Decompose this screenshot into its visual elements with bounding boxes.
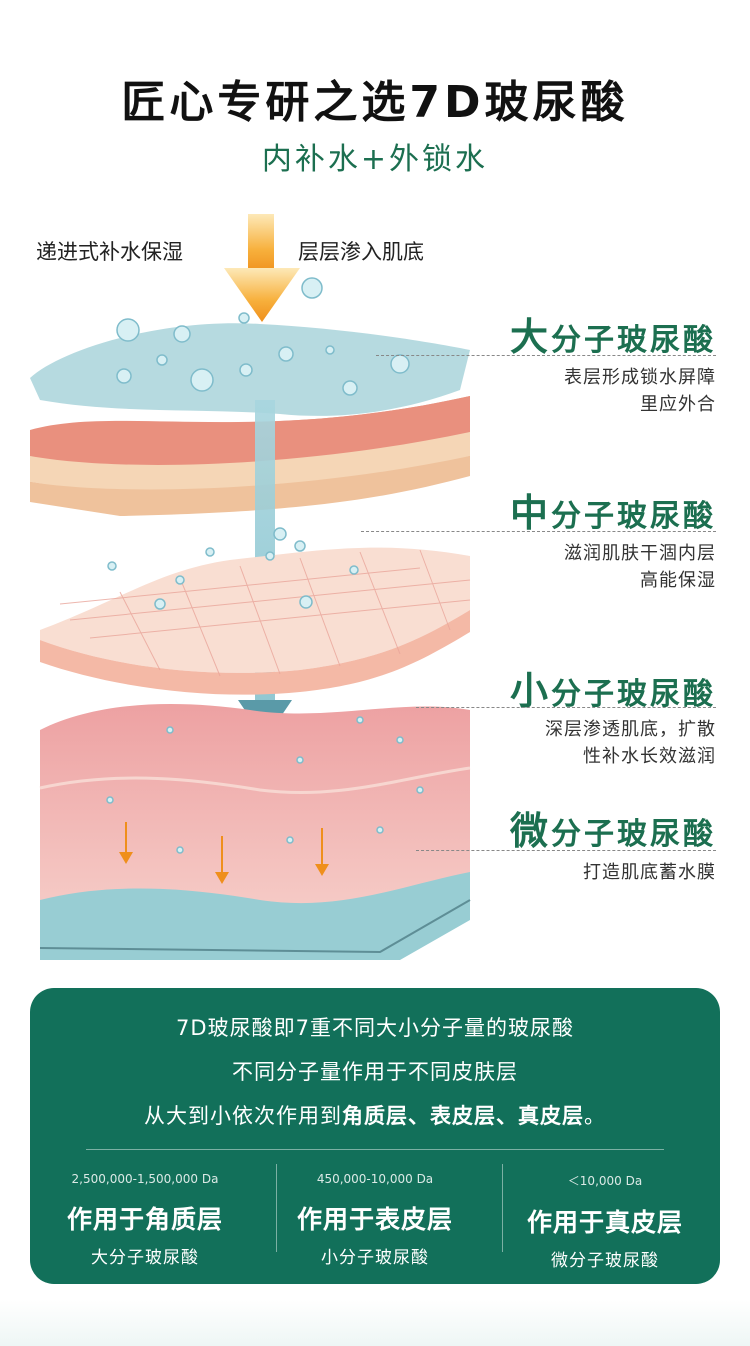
layer-desc-large: 表层形成锁水屏障里应外合: [564, 367, 716, 415]
label-progressive-hydration: 递进式补水保湿: [36, 240, 183, 264]
layer-desc-small: 深层渗透肌底，扩散性补水长效滋润: [545, 719, 716, 767]
layer-heading-micro: 微分子玻尿酸: [509, 809, 716, 853]
info-line-1: 7D玻尿酸即7重不同大小分子量的玻尿酸: [176, 1016, 574, 1040]
divider-small: [416, 707, 716, 708]
divider-micro: [416, 850, 716, 851]
divider-medium: [361, 531, 716, 532]
water-droplets: [106, 277, 424, 854]
layer-column-dermis: ＜10,000 Da 作用于真皮层 微分子玻尿酸: [526, 1174, 683, 1271]
bottom-fade: [0, 1300, 750, 1346]
layer-heading-small: 小分子玻尿酸: [509, 669, 716, 713]
info-divider: [86, 1149, 664, 1150]
skin-layers-illustration: [30, 214, 471, 960]
layer-column-corneum: 2,500,000-1,500,000 Da 作用于角质层 大分子玻尿酸: [66, 1172, 223, 1268]
info-line-2: 不同分子量作用于不同皮肤层: [232, 1060, 518, 1084]
info-line-3: 从大到小依次作用到角质层、表皮层、真皮层。: [144, 1104, 606, 1128]
dermis-arrows: [119, 822, 329, 884]
layer-column-epidermis: 450,000-10,000 Da 作用于表皮层 小分子玻尿酸: [296, 1172, 453, 1268]
info-panel: 7D玻尿酸即7重不同大小分子量的玻尿酸 不同分子量作用于不同皮肤层 从大到小依次…: [30, 988, 720, 1284]
column-separator: [502, 1164, 503, 1252]
page-subtitle: 内补水+外锁水: [261, 142, 489, 177]
layer-stratum-corneum: [30, 323, 470, 516]
layer-heading-medium: 中分子玻尿酸: [509, 491, 716, 535]
layer-epidermis: [40, 547, 471, 695]
page-title: 匠心专研之选7D玻尿酸: [121, 77, 629, 128]
label-layer-penetration: 层层渗入肌底: [298, 240, 424, 264]
layer-heading-large: 大分子玻尿酸: [509, 315, 716, 359]
layer-desc-medium: 滋润肌肤干涸内层高能保湿: [564, 543, 716, 591]
layer-desc-micro: 打造肌底蓄水膜: [583, 862, 716, 883]
divider-large: [376, 355, 716, 356]
column-separator: [276, 1164, 277, 1252]
layer-dermis: [39, 704, 471, 960]
hydration-arrow-icon: [224, 214, 300, 322]
